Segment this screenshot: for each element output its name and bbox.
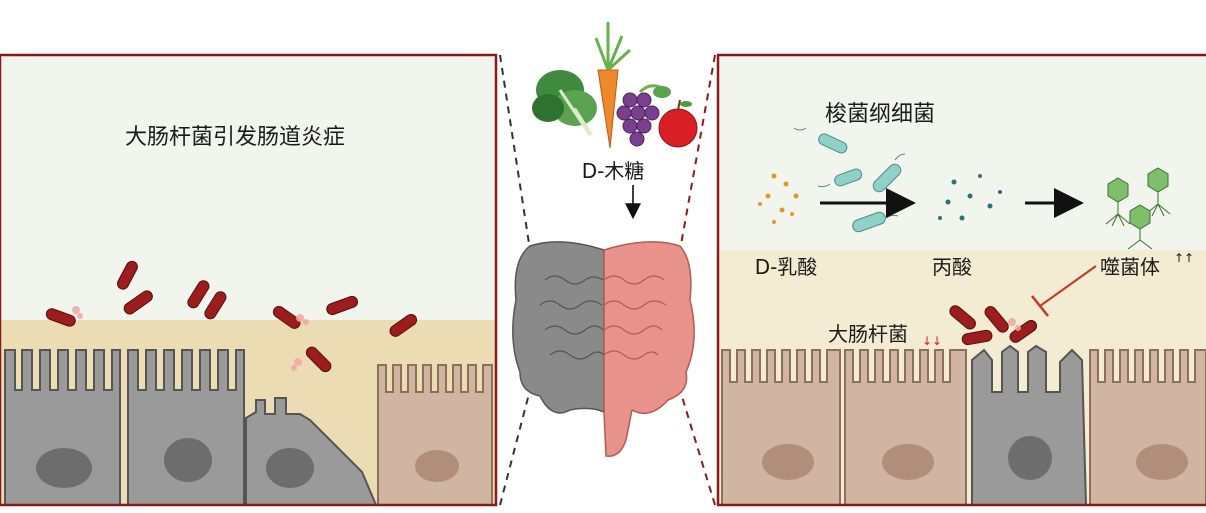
cell-nucleus: [36, 448, 92, 488]
right-epithelial-cell: [721, 349, 841, 506]
clostridia-bacterium: [818, 133, 848, 154]
cell-nucleus: [762, 444, 814, 480]
phage-increase-arrows: ↑↑: [1174, 251, 1194, 265]
ecoli-label: 大肠杆菌: [828, 322, 908, 346]
d-xylose-label: D-木糖: [582, 159, 645, 183]
ecoli-bacterium: [123, 290, 153, 315]
cell-nucleus: [415, 450, 459, 482]
ecoli-bacterium: [949, 305, 976, 330]
phage-group: [1105, 167, 1171, 250]
intestine-pink-half: [603, 241, 695, 457]
left-panel-title: 大肠杆菌引发肠道炎症: [125, 125, 345, 150]
d-lactate-molecules: [758, 173, 799, 224]
clostridia-bacterium: [852, 211, 886, 233]
propionate-label: 丙酸: [932, 255, 972, 279]
cell-nucleus: [1008, 436, 1052, 480]
apple-icon: [658, 99, 698, 148]
clostridia-group: [818, 133, 902, 233]
phage-particle: [1145, 167, 1171, 217]
cell-nucleus: [266, 448, 314, 488]
clostridia-bacterium: [872, 163, 902, 193]
cell-nucleus: [1136, 444, 1188, 480]
phage-particle: [1105, 177, 1131, 227]
left-epithelial-cell: [127, 349, 245, 506]
small-intestine-loops-pink: [603, 275, 667, 360]
left-damaged-epithelial-cell: [245, 397, 378, 506]
ecoli-bacterium: [45, 308, 76, 327]
vegetables-illustration: [532, 22, 698, 149]
ecoli-bacterium: [204, 291, 227, 320]
ecoli-bacterium: [389, 313, 418, 337]
ecoli-bacterium: [961, 329, 993, 346]
zoom-line-right-bottom: [679, 389, 716, 506]
ecoli-bacterium: [272, 305, 301, 329]
intestine-gray-half: [512, 241, 605, 414]
grapes-icon: [616, 84, 671, 147]
right-panel-border: [716, 53, 1206, 507]
toxin-secretions: [72, 306, 309, 371]
right-epithelial-cell: [844, 349, 967, 506]
zoom-line-right-top: [679, 54, 716, 251]
left-panel-border: [0, 53, 498, 507]
zoom-line-left-top: [499, 54, 531, 251]
zoom-line-left-bottom: [499, 389, 531, 506]
cell-nucleus: [882, 444, 934, 480]
d-lactate-label: D-乳酸: [755, 255, 818, 279]
center-section: [499, 22, 716, 506]
right-epithelial-cell: [1089, 349, 1206, 506]
ecoli-bacterium: [326, 295, 359, 316]
intestine-illustration: [512, 241, 695, 457]
right-gray-epithelial-cell: [971, 344, 1088, 506]
phage-inhibits-ecoli-line: [1039, 265, 1097, 307]
ecoli-bacterium: [187, 280, 210, 309]
phage-particle: [1127, 204, 1153, 250]
ecoli-decrease-arrows: ↓↓: [922, 334, 942, 348]
right-ecoli-group: [949, 305, 1038, 346]
right-panel: [716, 53, 1206, 507]
toxin-secretions-right: [1008, 318, 1021, 331]
small-intestine-loops-gray: [539, 275, 605, 360]
carrot-icon: [594, 22, 632, 149]
leafy-greens-icon: [532, 70, 597, 136]
left-healthy-epithelial-cell: [377, 364, 493, 506]
left-ecoli-group: [45, 260, 418, 373]
propionate-molecules: [938, 174, 1002, 221]
left-panel: [0, 53, 498, 507]
ecoli-bacterium: [984, 306, 1009, 333]
left-epithelial-cell: [4, 349, 121, 506]
phage-label: 噬菌体: [1100, 255, 1160, 279]
clostridia-bacterium: [834, 168, 863, 187]
inhibition-bar: [1031, 295, 1049, 317]
ecoli-bacterium: [305, 346, 332, 373]
clostridia-label: 梭菌纲细菌: [825, 102, 935, 127]
ecoli-bacterium: [116, 260, 138, 290]
cell-nucleus: [164, 438, 212, 482]
